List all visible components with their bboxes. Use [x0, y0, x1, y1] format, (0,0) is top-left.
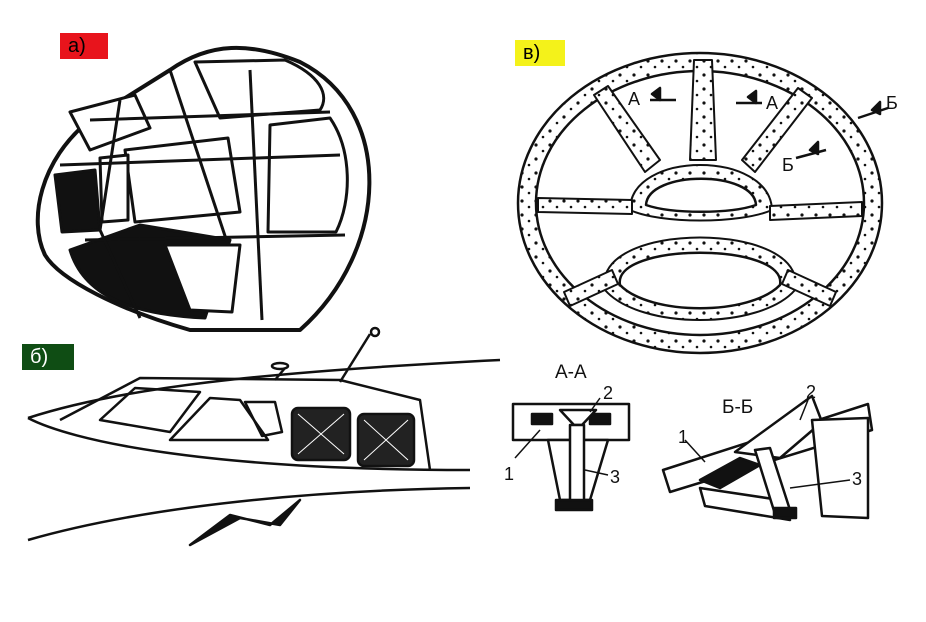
- frame-ring-drawing: [516, 51, 889, 355]
- section-aa-callout-2: 2: [603, 383, 614, 403]
- panel-label-v: в): [515, 40, 565, 66]
- section-mark-b-mid: Б: [782, 155, 794, 175]
- section-aa-title: А-А: [555, 362, 587, 383]
- section-bb-callout-1: 1: [678, 427, 689, 447]
- section-aa-callout-1: 1: [504, 464, 515, 484]
- canopy-frame-drawing: [35, 45, 372, 332]
- section-bb-title: Б-Б: [722, 397, 754, 418]
- panel-label-a: а): [60, 33, 108, 59]
- section-bb-callout-2: 2: [806, 382, 817, 402]
- section-mark-a-right: А: [766, 93, 779, 113]
- section-bb-callout-3: 3: [852, 469, 863, 489]
- section-mark-b-right: Б: [886, 93, 898, 113]
- section-mark-a-left: А: [628, 89, 641, 109]
- section-bb-drawing: [661, 394, 874, 522]
- fuselage-canopy-drawing: [27, 326, 501, 547]
- section-aa-callout-3: 3: [610, 467, 621, 487]
- panel-label-b: б): [22, 344, 74, 370]
- section-aa-drawing: [511, 397, 631, 512]
